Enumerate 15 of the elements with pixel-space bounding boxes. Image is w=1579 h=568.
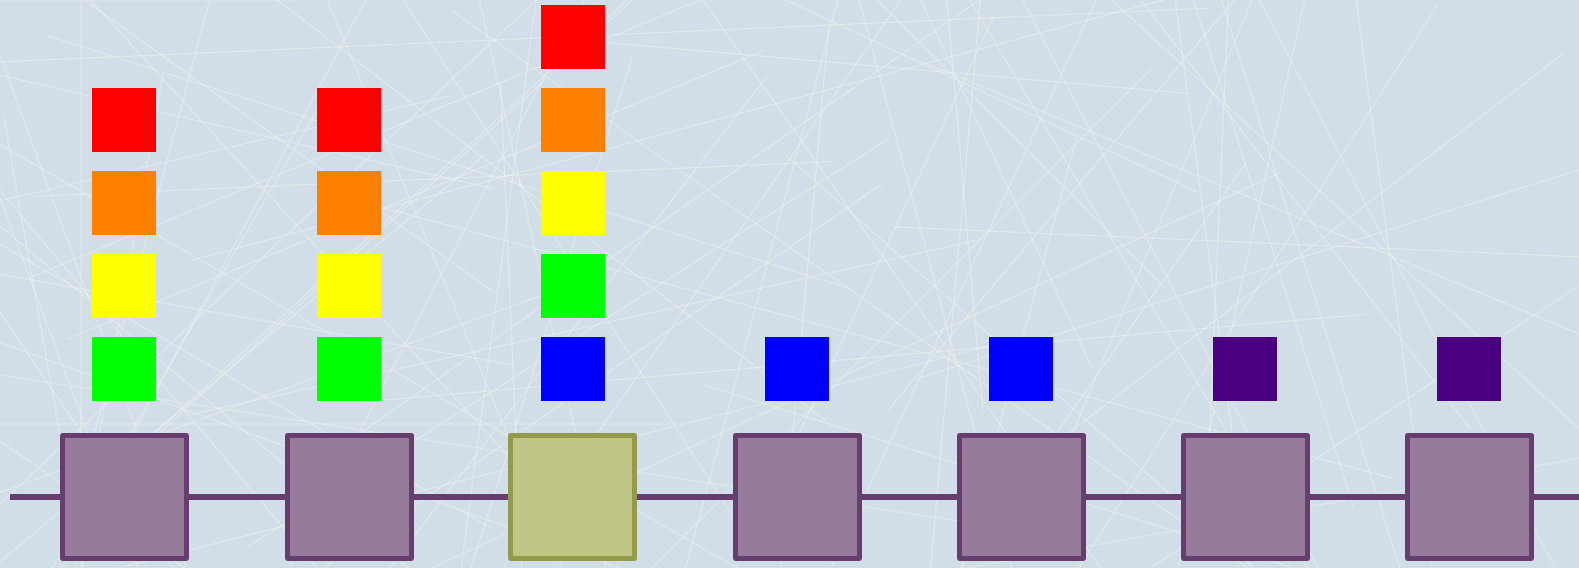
connector-line bbox=[637, 494, 733, 500]
square-node bbox=[1405, 433, 1534, 561]
square-node bbox=[60, 433, 189, 561]
connector-line bbox=[862, 494, 957, 500]
connector-line bbox=[189, 494, 285, 500]
connector-line bbox=[1534, 494, 1579, 500]
connector-line bbox=[1086, 494, 1181, 500]
square-node bbox=[957, 433, 1086, 561]
square-node bbox=[508, 433, 637, 561]
square-node bbox=[733, 433, 862, 561]
connector-line bbox=[1310, 494, 1405, 500]
connector-line bbox=[414, 494, 508, 500]
square-node bbox=[285, 433, 414, 561]
connector-line bbox=[10, 494, 60, 500]
square-node bbox=[1181, 433, 1310, 561]
